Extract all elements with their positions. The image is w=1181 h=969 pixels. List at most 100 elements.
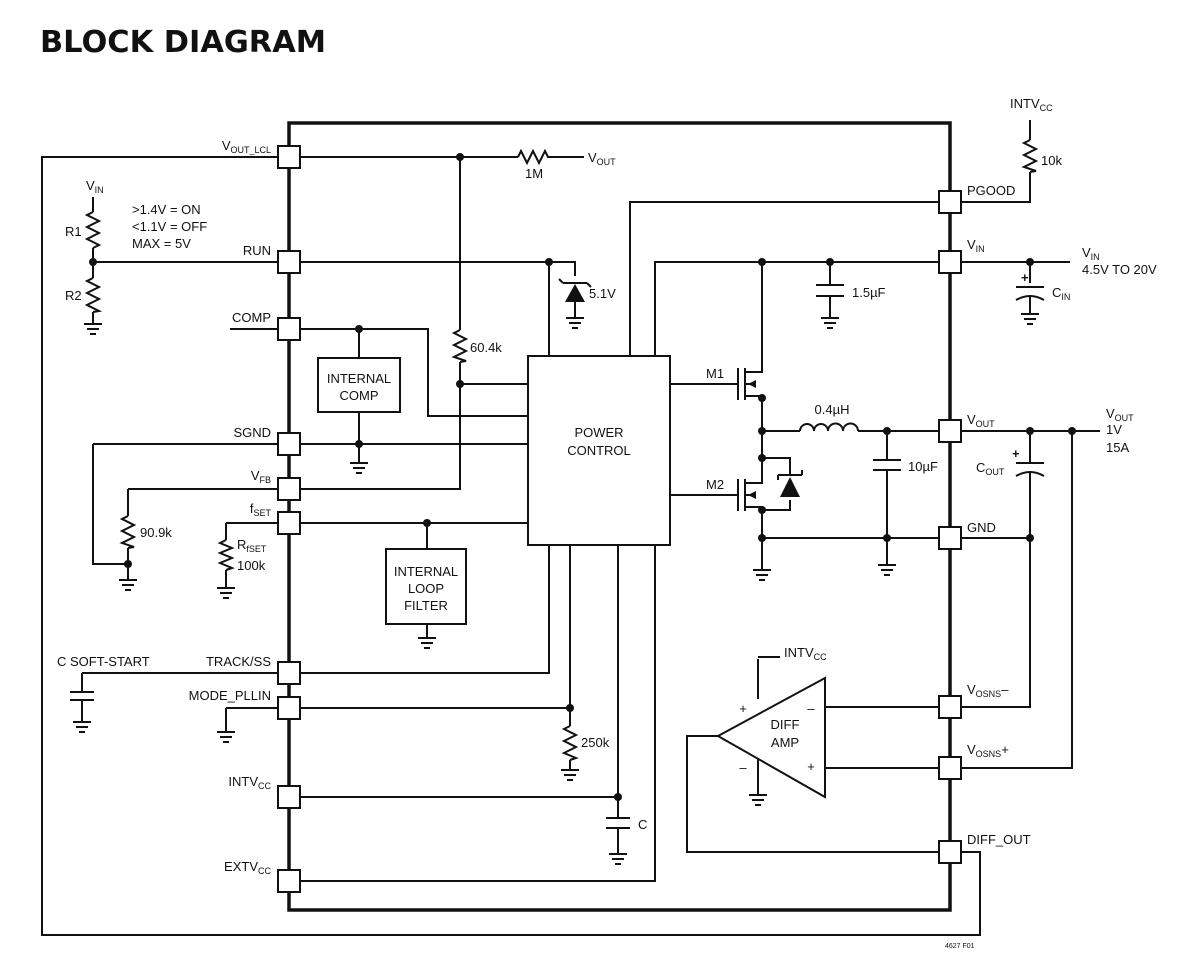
pin-gnd	[938, 526, 962, 550]
vout-1m-label: VOUT	[588, 150, 616, 167]
r-fset-label: RfSET	[237, 537, 267, 554]
inductor-coil	[799, 422, 859, 432]
pin-vout	[938, 419, 962, 443]
label-gnd: GND	[967, 520, 996, 535]
power-control-line2: CONTROL	[567, 443, 631, 458]
diagram-title: BLOCK DIAGRAM	[40, 25, 326, 60]
r-60k-label: 60.4k	[470, 340, 502, 355]
soft-start-label: C SOFT-START	[57, 654, 150, 669]
vout-right-line2: 15A	[1106, 440, 1129, 455]
pin-fset	[277, 511, 301, 535]
vin-range-label: 4.5V TO 20V	[1082, 262, 1157, 277]
r-90k-resistor	[119, 515, 137, 549]
r-10k-label: 10k	[1041, 153, 1062, 168]
loop-filter-line3: FILTER	[404, 598, 448, 613]
m2-arrow-icon	[748, 491, 756, 499]
junction-dots	[89, 153, 1076, 801]
label-vosns-plus: VOSNS+	[967, 742, 1009, 759]
diff-amp-noninv-input-sign: +	[807, 759, 815, 774]
pin-vin	[938, 250, 962, 274]
left-pin-labels: VOUT_LCL RUN COMP SGND VFB fSET TRACK/SS…	[189, 138, 272, 876]
run-note-2: <1.1V = OFF	[132, 219, 207, 234]
label-vin: VIN	[967, 237, 985, 254]
label-intvcc: INTVCC	[228, 774, 271, 791]
pin-run	[277, 250, 301, 274]
label-sgnd: SGND	[233, 425, 271, 440]
diff-amp-block: DIFF AMP + – – +	[715, 676, 826, 799]
pin-track-ss	[277, 661, 301, 685]
diff-amp-minus-sign: –	[739, 760, 747, 775]
r2-label: R2	[65, 288, 82, 303]
r-250k-resistor	[561, 725, 579, 761]
component-labels: VIN R1 R2 >1.4V = ON <1.1V = OFF MAX = 5…	[57, 96, 1157, 950]
label-mode-pllin: MODE_PLLIN	[189, 688, 271, 703]
run-note-3: MAX = 5V	[132, 236, 191, 251]
label-extvcc: EXTVCC	[224, 859, 271, 876]
label-run: RUN	[243, 243, 271, 258]
m1-label: M1	[706, 366, 724, 381]
label-comp: COMP	[232, 310, 271, 325]
zener-diode-icon	[558, 278, 592, 302]
pin-intvcc	[277, 785, 301, 809]
r-1m-resistor	[517, 148, 550, 166]
r-fset-value: 100k	[237, 558, 266, 573]
resistors	[84, 139, 1039, 761]
vout-right-label: VOUT	[1106, 406, 1134, 423]
r2-resistor	[84, 277, 103, 313]
label-vfb: VFB	[251, 468, 271, 485]
label-vout-lcl: VOUT_LCL	[222, 138, 271, 155]
inductor-label: 0.4µH	[815, 402, 850, 417]
cap-c-label: C	[638, 817, 647, 832]
label-pgood: PGOOD	[967, 183, 1015, 198]
intvcc-top-label: INTVCC	[1010, 96, 1053, 113]
wires	[41, 120, 1100, 936]
label-fset: fSET	[250, 501, 272, 518]
c-10u-label: 10µF	[908, 459, 938, 474]
m2-label: M2	[706, 477, 724, 492]
r1-resistor	[84, 211, 102, 249]
r-90k-label: 90.9k	[140, 525, 172, 540]
label-diff-out: DIFF_OUT	[967, 832, 1031, 847]
power-control-line1: POWER	[574, 425, 623, 440]
diff-amp-supply-label: INTVCC	[784, 645, 827, 662]
loop-filter-line2: LOOP	[408, 581, 444, 596]
label-vosns-minus: VOSNS–	[967, 682, 1009, 699]
diff-amp-line2: AMP	[771, 735, 799, 750]
r-10k-resistor	[1021, 139, 1039, 173]
pin-mode-pllin	[277, 696, 301, 720]
r-fset-resistor	[217, 539, 235, 571]
pin-sgnd	[277, 432, 301, 456]
c-out-label: COUT	[976, 460, 1005, 477]
pins	[277, 145, 962, 893]
pin-vosns-plus	[938, 756, 962, 780]
right-pin-labels: PGOOD VIN VOUT GND VOSNS– VOSNS+ DIFF_OU…	[967, 183, 1031, 847]
r-250k-label: 250k	[581, 735, 610, 750]
zener-label: 5.1V	[589, 286, 616, 301]
pin-pgood	[938, 190, 962, 214]
internal-loop-filter-block: INTERNAL LOOP FILTER	[385, 548, 467, 625]
internal-comp-line1: INTERNAL	[327, 371, 391, 386]
c-15u-label: 1.5µF	[852, 285, 886, 300]
vin-right-label: VIN	[1082, 245, 1100, 262]
pin-comp	[277, 317, 301, 341]
pin-diff-out	[938, 840, 962, 864]
figure-code: 4627 F01	[945, 943, 975, 950]
schottky-diode-icon	[777, 470, 803, 497]
internal-comp-line2: COMP	[340, 388, 379, 403]
r-1m-label: 1M	[525, 166, 543, 181]
pin-vfb	[277, 477, 301, 501]
diff-amp-inv-input-sign: –	[807, 701, 815, 716]
vout-right-line1: 1V	[1106, 422, 1122, 437]
vin-left-label: VIN	[86, 178, 104, 195]
label-vout: VOUT	[967, 412, 995, 429]
r1-label: R1	[65, 224, 82, 239]
pin-vosns-minus	[938, 695, 962, 719]
r-60k-resistor	[451, 329, 469, 363]
c-out-polarity: +	[1012, 446, 1020, 461]
c-in-label: CIN	[1052, 285, 1070, 302]
c-in-polarity: +	[1021, 270, 1029, 285]
pin-vout-lcl	[277, 145, 301, 169]
label-track-ss: TRACK/SS	[206, 654, 271, 669]
m1-arrow-icon	[748, 380, 756, 388]
